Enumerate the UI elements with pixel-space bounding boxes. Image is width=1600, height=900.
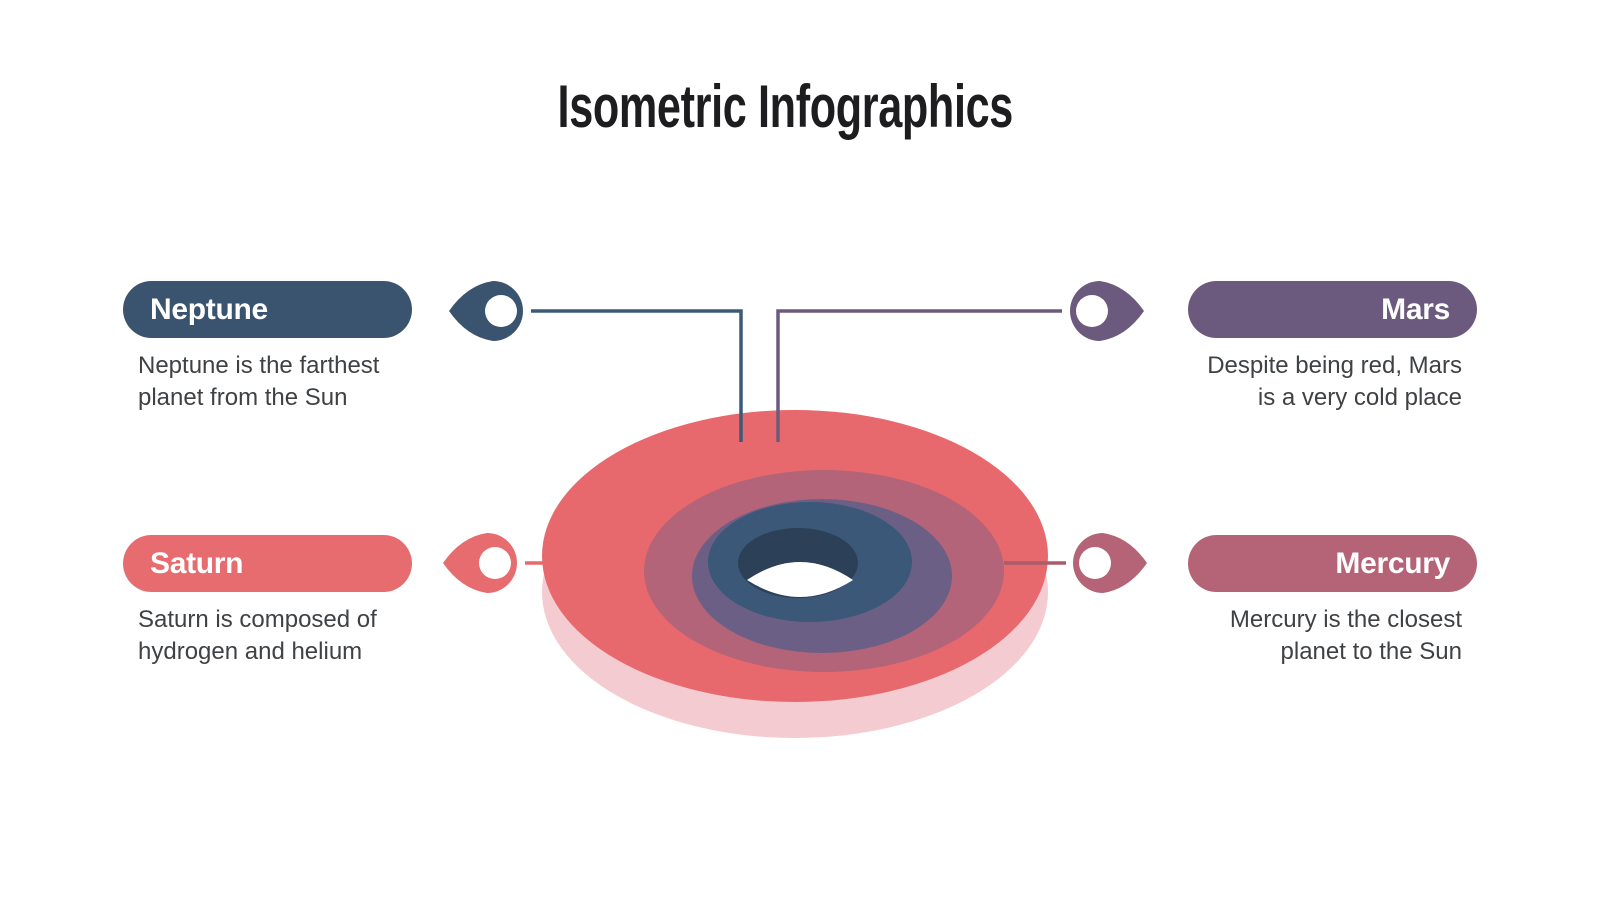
mars-description: Despite being red, Mars is a very cold p… xyxy=(1207,352,1462,411)
saturn-marker-icon xyxy=(443,533,517,593)
page-title: Isometric Infographics xyxy=(557,73,1013,140)
mercury-pill: Mercury xyxy=(1188,535,1477,592)
mercury-description: Mercury is the closest planet to the Sun xyxy=(1229,606,1462,665)
mars-pill: Mars xyxy=(1188,281,1477,338)
mercury-marker-hole xyxy=(1079,547,1111,579)
mars-marker-icon xyxy=(1070,281,1144,341)
mars-marker-hole xyxy=(1076,295,1108,327)
title-wrap: Isometric Infographics xyxy=(0,72,1570,141)
neptune-pill-label: Neptune xyxy=(150,293,268,326)
mars-pill-label: Mars xyxy=(1381,293,1450,326)
saturn-pill-label: Saturn xyxy=(150,547,244,580)
mercury-pill-label: Mercury xyxy=(1335,547,1450,580)
neptune-description: Neptune is the farthest planet from the … xyxy=(138,352,380,411)
donut-hole xyxy=(747,562,853,597)
connector-neptune xyxy=(531,309,743,442)
connector-mars xyxy=(776,309,1062,442)
isometric-donut xyxy=(542,410,1048,738)
saturn-description: Saturn is composed of hydrogen and heliu… xyxy=(138,606,377,665)
saturn-pill: Saturn xyxy=(123,535,412,592)
mercury-marker-icon xyxy=(1073,533,1147,593)
markers xyxy=(443,281,1147,593)
neptune-marker-icon xyxy=(449,281,523,341)
connectors xyxy=(525,309,1066,565)
neptune-marker-hole xyxy=(485,295,517,327)
neptune-pill: Neptune xyxy=(123,281,412,338)
saturn-marker-hole xyxy=(479,547,511,579)
